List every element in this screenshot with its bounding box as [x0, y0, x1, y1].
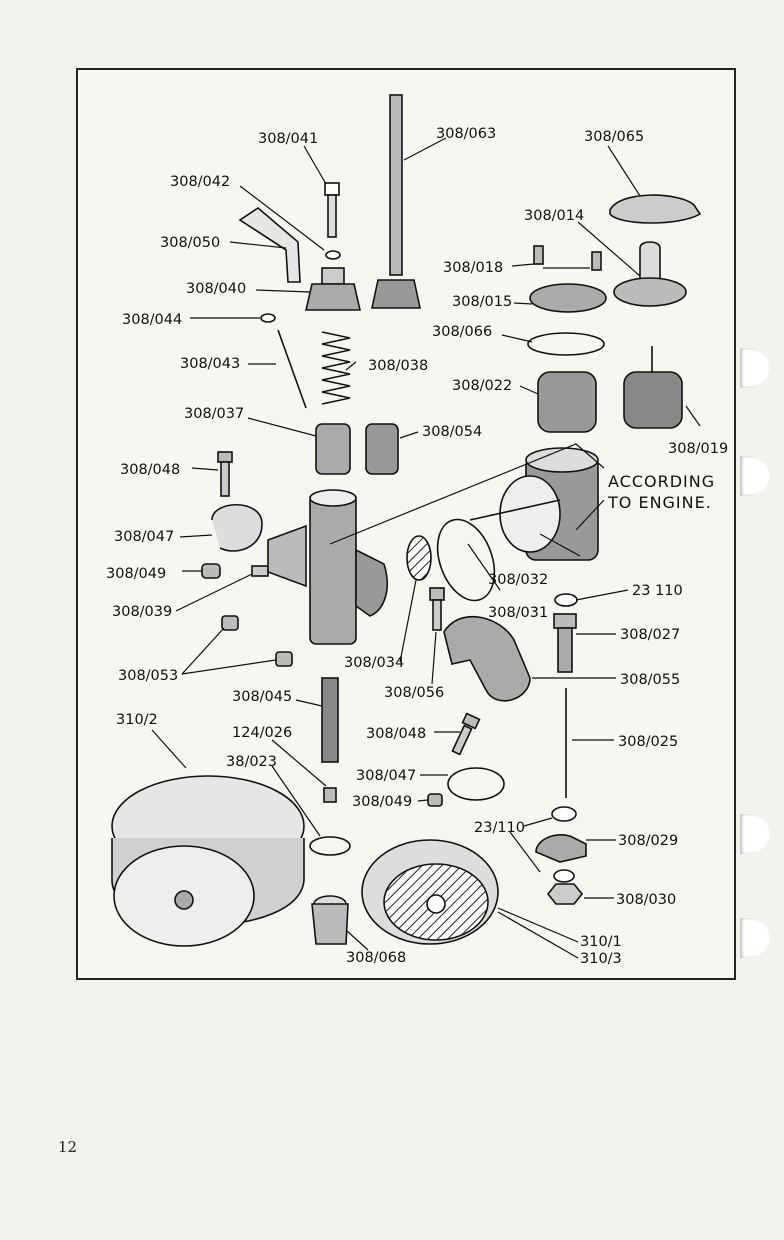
label-308-049-upper: 308/049	[106, 566, 166, 582]
part-308-047-b	[447, 767, 505, 801]
label-310-1: 310/1	[580, 934, 622, 950]
label-23-110-lower: 23/110	[474, 820, 525, 836]
part-308-063	[371, 94, 421, 309]
part-124-026	[323, 787, 337, 803]
part-308-014	[613, 241, 687, 307]
label-308-049-lower: 308/049	[352, 794, 412, 810]
part-308-029	[535, 834, 587, 863]
part-308-032	[469, 447, 599, 561]
label-308-041: 308/041	[258, 131, 318, 147]
part-308-049-b	[427, 793, 443, 807]
label-308-050: 308/050	[160, 235, 220, 251]
according-to-engine-note-line1: ACCORDING	[608, 472, 715, 491]
label-308-054: 308/054	[422, 424, 482, 440]
leader-lines	[151, 137, 701, 959]
part-308-055	[443, 615, 531, 702]
binder-hole	[740, 456, 770, 496]
label-308-014: 308/014	[524, 208, 584, 224]
part-308-043	[277, 329, 307, 409]
part-308-038	[321, 331, 351, 405]
according-to-engine-note-line2: TO ENGINE.	[607, 493, 712, 512]
part-308-049-a	[201, 563, 221, 579]
part-carburettor-body	[267, 489, 388, 645]
label-308-047-upper: 308/047	[114, 529, 174, 545]
label-23-110-upper: 23 110	[632, 583, 683, 599]
part-310-1	[361, 839, 499, 945]
label-308-037: 308/037	[184, 406, 244, 422]
diagram-frame: 308/041 308/063 308/065 308/042 308/014 …	[76, 68, 736, 980]
part-308-044	[260, 313, 276, 323]
label-308-068: 308/068	[346, 950, 406, 966]
part-308-053-a	[221, 615, 239, 631]
part-308-047-a	[211, 503, 263, 552]
label-308-042: 308/042	[170, 174, 230, 190]
part-308-056	[429, 587, 445, 631]
label-308-027: 308/027	[620, 627, 680, 643]
part-308-034	[406, 535, 432, 581]
part-308-030	[546, 869, 584, 905]
label-308-022: 308/022	[452, 378, 512, 394]
part-308-015	[529, 283, 607, 313]
page-number: 12	[58, 1138, 78, 1156]
label-308-048-lower: 308/048	[366, 726, 426, 742]
part-308-054	[365, 423, 399, 475]
part-308-037	[315, 423, 351, 475]
label-308-015: 308/015	[452, 294, 512, 310]
exploded-parts-diagram: 308/041 308/063 308/065 308/042 308/014 …	[106, 94, 728, 967]
label-308-053: 308/053	[118, 668, 178, 684]
label-308-045: 308/045	[232, 689, 292, 705]
part-308-048-b	[451, 712, 481, 756]
label-308-063: 308/063	[436, 126, 496, 142]
binder-hole	[740, 918, 770, 958]
part-308-031	[436, 518, 496, 602]
part-308-018-a	[533, 245, 544, 265]
label-308-025: 308/025	[618, 734, 678, 750]
part-310-2	[111, 775, 305, 947]
label-308-038: 308/038	[368, 358, 428, 374]
part-308-066	[527, 332, 605, 356]
part-23-110-a	[554, 593, 578, 607]
label-308-031: 308/031	[488, 605, 548, 621]
label-308-055: 308/055	[620, 672, 680, 688]
label-308-019: 308/019	[668, 441, 728, 457]
label-308-032: 308/032	[488, 572, 548, 588]
part-308-040	[304, 267, 362, 311]
label-308-048-upper: 308/048	[120, 462, 180, 478]
label-308-029: 308/029	[618, 833, 678, 849]
label-308-056: 308/056	[384, 685, 444, 701]
label-38-023: 38/023	[226, 754, 277, 770]
binder-hole	[740, 348, 770, 388]
label-124-026: 124/026	[232, 725, 292, 741]
label-308-047-lower: 308/047	[356, 768, 416, 784]
part-308-065	[609, 194, 702, 224]
part-308-041	[324, 182, 340, 238]
label-308-040: 308/040	[186, 281, 246, 297]
label-308-034: 308/034	[344, 655, 404, 671]
label-308-030: 308/030	[616, 892, 676, 908]
part-308-027	[553, 613, 577, 673]
label-308-039: 308/039	[112, 604, 172, 620]
binder-hole	[740, 814, 770, 854]
part-23-110-b	[551, 806, 577, 822]
part-308-048-a	[217, 451, 233, 497]
part-308-039	[251, 565, 269, 577]
part-308-019	[623, 346, 683, 429]
part-308-022	[537, 371, 597, 433]
label-310-2: 310/2	[116, 712, 158, 728]
label-308-065: 308/065	[584, 129, 644, 145]
part-308-042	[325, 250, 341, 260]
label-308-066: 308/066	[432, 324, 492, 340]
part-308-053-b	[275, 651, 293, 667]
callout-labels: 308/041 308/063 308/065 308/042 308/014 …	[106, 126, 728, 967]
part-308-018-b	[591, 251, 602, 271]
part-308-068	[311, 895, 349, 945]
part-308-045	[321, 677, 339, 763]
label-308-018: 308/018	[443, 260, 503, 276]
part-38-023	[309, 836, 351, 856]
label-308-043: 308/043	[180, 356, 240, 372]
label-310-3: 310/3	[580, 951, 622, 967]
label-308-044: 308/044	[122, 312, 182, 328]
part-308-050	[238, 206, 301, 283]
